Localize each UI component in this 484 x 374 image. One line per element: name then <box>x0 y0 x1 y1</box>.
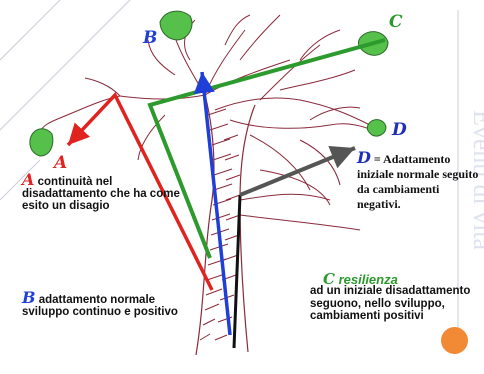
description-a-body: continuità nel disadattamento che ha com… <box>22 176 180 212</box>
description-b: B adattamento normale sviluppo continuo … <box>22 292 187 318</box>
description-b-letter: B <box>22 288 36 307</box>
label-a: A <box>54 153 67 173</box>
leaf-top-left <box>160 11 192 40</box>
description-c-body: ad un iniziale disadattamento seguono, n… <box>310 285 482 323</box>
description-d-body: = Adattamento iniziale normale seguito d… <box>357 152 478 211</box>
leaf-right <box>367 120 386 136</box>
description-b-body: adattamento normale sviluppo continuo e … <box>22 294 178 318</box>
baseline-line <box>234 195 240 348</box>
label-d: D <box>392 120 407 140</box>
description-a: A continuità nel disadattamento che ha c… <box>22 174 192 212</box>
path-d-line <box>240 148 355 195</box>
path-b-line <box>202 72 230 335</box>
label-b: B <box>143 28 157 48</box>
accent-dot <box>441 327 468 354</box>
label-c: C <box>389 12 403 32</box>
description-d: D = Adattamento iniziale normale seguito… <box>357 150 482 212</box>
description-a-letter: A <box>22 170 34 189</box>
leaf-left <box>30 129 53 156</box>
description-d-letter: D <box>357 148 371 167</box>
